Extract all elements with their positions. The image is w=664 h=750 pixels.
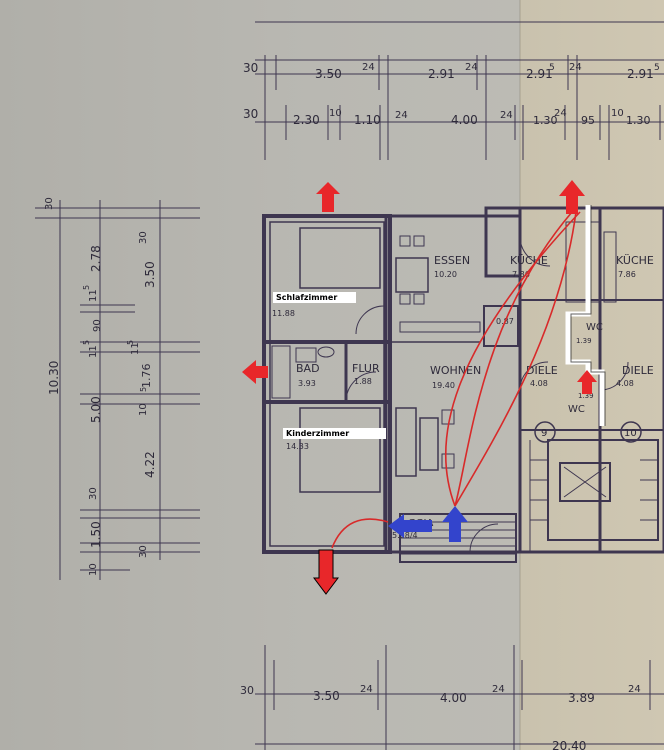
room-wc-upper-name: WC: [586, 322, 603, 333]
exhaust-arrow-kinderzimmer: [313, 549, 339, 595]
bottom-dim-1: 3.50: [313, 689, 340, 703]
kinderzimmer-label: Kinderzimmer: [283, 428, 386, 439]
left-inner-7: 10: [138, 403, 149, 416]
room-labels: ESSEN 10.20 KÜCHE 7.86 KÜCHE 7.86 WOHNEN…: [272, 254, 654, 540]
left-total: 10.30: [47, 361, 61, 395]
top-dim-1-4: 24: [465, 62, 478, 73]
top-dim-2-11: 1.30: [626, 114, 651, 127]
left-dim-0: 30: [44, 197, 55, 210]
left-dim-5: 11: [88, 345, 99, 358]
top-dim-2-5: 4.00: [451, 113, 478, 127]
top-dim-2-4: 24: [395, 110, 408, 121]
schlafzimmer-label: Schlafzimmer: [273, 292, 356, 303]
schlafzimmer-area: 11.88: [272, 309, 295, 318]
exhaust-arrow-schlafzimmer: [316, 182, 340, 212]
top-dim-1-8: 2.91: [627, 67, 654, 81]
room-bad-name: BAD: [296, 362, 320, 375]
top-dim-2-3: 1.10: [354, 113, 381, 127]
left-dim-3: 5: [82, 285, 91, 290]
left-inner-8: 4.22: [143, 451, 157, 478]
exhaust-arrows: [242, 180, 597, 595]
top-dimension-labels: 30 3.50 24 2.91 24 2.91 5 24 2.91 5 30 2…: [243, 61, 660, 127]
bottom-dim-2: 24: [360, 684, 373, 695]
left-inner-4: 1.76: [140, 364, 153, 389]
exhaust-arrow-bad: [242, 360, 268, 384]
left-inner-0: 30: [138, 231, 149, 244]
top-dim-2-6: 24: [500, 110, 513, 121]
room-wohnen-area: 19.40: [432, 381, 455, 390]
left-dimension-lines: [35, 200, 200, 580]
top-dim-2-8: 24: [554, 108, 567, 119]
room-wc-upper-area: 1.39: [576, 337, 592, 345]
room-kueche1-area: 7.86: [512, 270, 530, 279]
left-inner-3: 5: [126, 340, 135, 345]
room-diele1-area: 4.08: [530, 379, 548, 388]
left-dim-6: 5: [82, 340, 91, 345]
top-dim-1-6: 5: [549, 63, 555, 73]
top-dim-1-9: 5: [654, 63, 660, 73]
room-wohnen-name: WOHNEN: [430, 364, 481, 377]
supply-arrows: [388, 506, 468, 542]
room-diele1-name: DIELE: [526, 364, 558, 377]
airflow-lines: [331, 211, 581, 549]
room-kueche2-name: KÜCHE: [616, 254, 654, 267]
exhaust-arrow-wc: [577, 370, 597, 394]
room-essen-area: 10.20: [434, 270, 457, 279]
room-diele2-name: DIELE: [622, 364, 654, 377]
top-dimension-lines: [255, 21, 664, 160]
loggia-area: 5.08/4: [392, 531, 418, 540]
bottom-dim-6: 24: [628, 684, 641, 695]
left-dim-4: 90: [92, 319, 103, 332]
left-inner-1: 3.50: [143, 261, 157, 288]
top-dim-1-5: 2.91: [526, 67, 553, 81]
room-flur-area: 1.88: [354, 377, 372, 386]
top-dim-2-7: 1.30: [533, 114, 558, 127]
top-dim-2-9: 95: [581, 114, 595, 127]
room-wc-lower-name: WC: [568, 404, 585, 415]
left-dimension-labels: 30 2.78 11 5 90 11 5 5.00 30 1.50 10 10.…: [44, 197, 157, 576]
room-essen-name: ESSEN: [434, 254, 470, 267]
left-dim-8: 30: [88, 487, 99, 500]
top-dim-1-7: 24: [569, 62, 582, 73]
room-wc-lower-area: 1.39: [578, 392, 594, 400]
room-bad-area: 3.93: [298, 379, 316, 388]
room-kueche2-area: 7.86: [618, 270, 636, 279]
left-dim-10: 10: [88, 563, 99, 576]
exhaust-arrow-kueche: [559, 180, 585, 214]
left-inner-9: 30: [138, 545, 149, 558]
room-kueche1-name: KÜCHE: [510, 254, 548, 267]
supply-arrow-flur: [388, 514, 432, 538]
top-dim-1-2: 24: [362, 62, 375, 73]
paper-sheet-right: [520, 0, 664, 750]
top-dim-2-10: 10: [611, 108, 624, 119]
kinderzimmer-area: 14.33: [286, 442, 309, 451]
bottom-dimension-labels: 30 3.50 24 4.00 24 3.89 24 20.40: [240, 684, 641, 750]
bottom-dimension-lines: [255, 645, 664, 750]
top-dim-2-1: 2.30: [293, 113, 320, 127]
left-dim-1: 2.78: [89, 245, 103, 272]
left-dim-9: 1.50: [89, 521, 103, 548]
room-diele2-area: 4.08: [616, 379, 634, 388]
top-dim-2-2: 10: [329, 108, 342, 119]
left-dim-2: 11: [88, 289, 99, 302]
apartment-number-9: 9: [541, 428, 547, 439]
left-dim-7: 5.00: [89, 396, 103, 423]
bottom-dim-4: 24: [492, 684, 505, 695]
bottom-dim-0: 30: [240, 684, 254, 697]
left-inner-2: 11: [130, 342, 141, 355]
supply-arrow-loggia: [442, 506, 468, 542]
ventilation-duct-edge: [570, 205, 606, 426]
bottom-dim-3: 4.00: [440, 691, 467, 705]
bottom-total: 20.40: [552, 739, 586, 750]
top-dim-1-1: 3.50: [315, 67, 342, 81]
left-inner-5: 5: [139, 387, 148, 392]
top-dim-1-3: 2.91: [428, 67, 455, 81]
bottom-dim-5: 3.89: [568, 691, 595, 705]
apartment-number-10: 10: [624, 428, 637, 439]
top-dim-1-0: 30: [243, 61, 258, 75]
apartment-number-circles: [534, 421, 642, 443]
top-dim-2-0: 30: [243, 107, 258, 121]
room-flur-name: FLUR: [352, 362, 380, 375]
